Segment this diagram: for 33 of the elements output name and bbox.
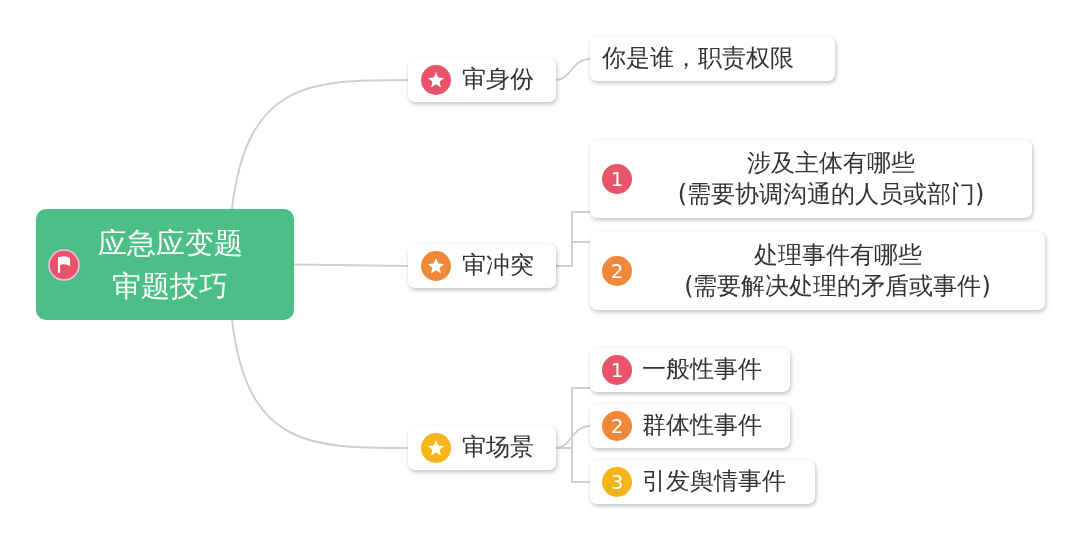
connector-line xyxy=(555,447,591,483)
topic-text: 涉及主体有哪些 xyxy=(747,147,915,179)
central-topic-box xyxy=(36,209,294,320)
connector-line xyxy=(555,241,591,267)
topic-text: 你是谁，职责权限 xyxy=(602,43,794,75)
topic-text: 引发舆情事件 xyxy=(642,466,786,498)
topic-text: 群体性事件 xyxy=(642,410,762,442)
topic-text: 处理事件有哪些 xyxy=(753,239,922,271)
topic-box xyxy=(590,404,790,448)
topic-box xyxy=(590,232,1045,310)
number-badge: 1 xyxy=(602,164,632,194)
number-badge: 2 xyxy=(602,256,632,286)
topic-text: 审场景 xyxy=(462,432,534,464)
connector-line xyxy=(555,58,591,81)
number-badge: 1 xyxy=(602,355,632,385)
topic-text: 应急应变题审题技巧 xyxy=(96,225,244,305)
number-badge: 2 xyxy=(602,411,632,441)
connector-line xyxy=(293,263,409,267)
topic-box xyxy=(590,140,1032,218)
topic-box xyxy=(408,426,556,470)
topic-box xyxy=(408,58,556,102)
topic-box xyxy=(590,460,815,504)
topic-text: 审冲突 xyxy=(462,250,534,282)
topic-text: 审身份 xyxy=(462,64,534,96)
number-badge: 3 xyxy=(602,467,632,497)
topic-box xyxy=(590,37,835,81)
topic-text: (需要协调沟通的人员或部门) xyxy=(677,179,985,210)
connector-line xyxy=(231,79,409,210)
topic-text: (需要解决处理的矛盾或事件) xyxy=(684,271,991,302)
topic-box xyxy=(590,348,790,392)
topic-text: 一般性事件 xyxy=(642,354,762,386)
connector-line xyxy=(231,319,409,449)
topic-box xyxy=(408,244,556,288)
